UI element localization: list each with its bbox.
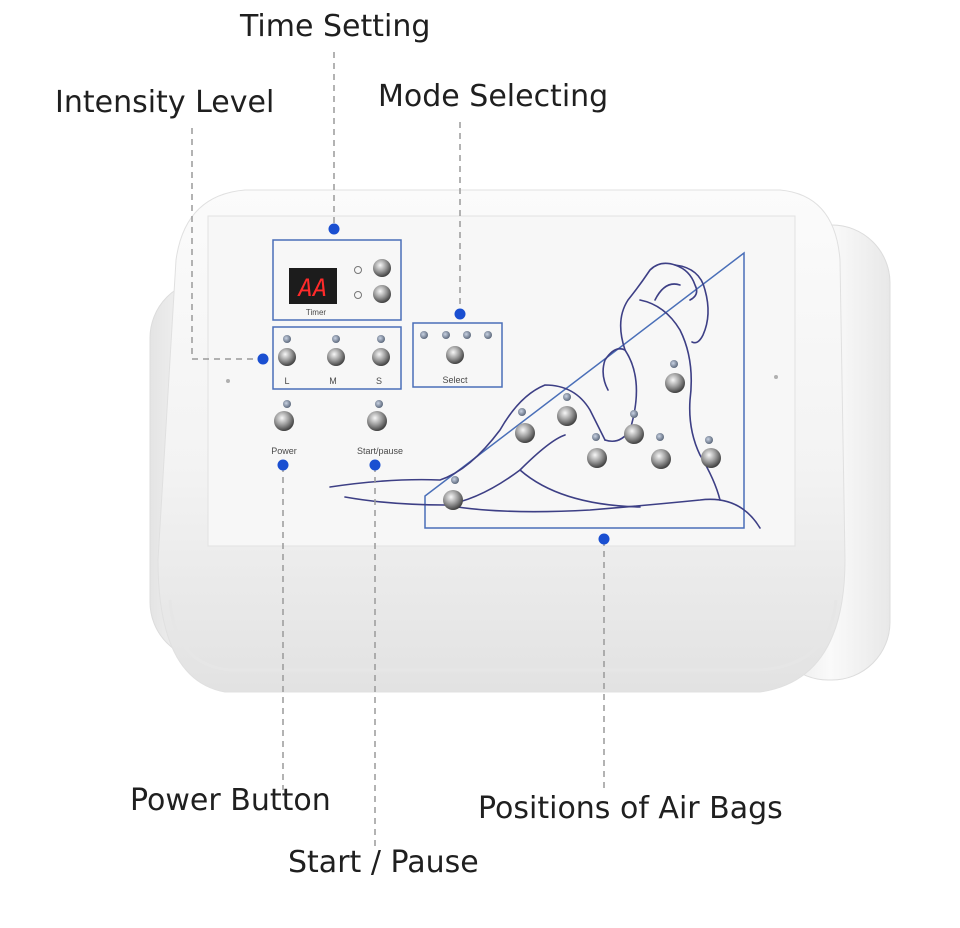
callout-markers (257, 223, 610, 545)
air-bag-5[interactable] (624, 424, 644, 444)
air-bag-4[interactable] (587, 448, 607, 468)
air-bag-led-4 (592, 433, 600, 441)
air-bag-led-7 (670, 360, 678, 368)
marker-power-button (277, 459, 289, 471)
air-bag-2[interactable] (515, 423, 535, 443)
intensity-box (272, 326, 402, 390)
timer-label: Timer (306, 308, 326, 317)
marker-intensity-level (257, 353, 269, 365)
start-led (375, 400, 383, 408)
mode-led-3 (463, 331, 471, 339)
mode-select-label: Select (442, 375, 468, 385)
label-air-bags: Positions of Air Bags (478, 791, 783, 826)
intensity-label-l: L (284, 376, 289, 386)
panel-screw-right (774, 375, 778, 379)
air-bag-1[interactable] (443, 490, 463, 510)
leader-intensity-level (191, 128, 262, 360)
device-lower-band (168, 599, 838, 672)
mode-led-1 (420, 331, 428, 339)
marker-air-bags (598, 533, 610, 545)
marker-time-setting (328, 223, 340, 235)
body-map-outline (424, 251, 745, 529)
air-bag-led-5 (630, 410, 638, 418)
air-bag-led-3 (563, 393, 571, 401)
timer-section: AA Timer (272, 239, 402, 321)
label-mode-selecting: Mode Selecting (378, 79, 609, 114)
power-button[interactable] (274, 411, 294, 431)
air-bag-led-8 (705, 436, 713, 444)
body-silhouette (329, 262, 761, 529)
timer-down-button[interactable] (373, 285, 391, 303)
air-bag-led-1 (451, 476, 459, 484)
intensity-button-m[interactable] (327, 348, 345, 366)
label-power-button: Power Button (130, 783, 331, 818)
label-time-setting: Time Setting (240, 9, 431, 44)
mode-select-button[interactable] (446, 346, 464, 364)
power-led (283, 400, 291, 408)
intensity-label-s: S (376, 376, 382, 386)
mode-box (412, 322, 503, 388)
intensity-led-s (377, 335, 385, 343)
mode-section: Select (412, 322, 503, 388)
air-bag-led-2 (518, 408, 526, 416)
timer-down-indicator (354, 291, 362, 299)
leader-lines (191, 52, 605, 848)
intensity-button-s[interactable] (372, 348, 390, 366)
intensity-button-l[interactable] (278, 348, 296, 366)
timer-display-digits: AA (297, 274, 328, 302)
start-pause-button[interactable] (367, 411, 387, 431)
intensity-section: L M S (272, 326, 402, 390)
marker-start-pause (369, 459, 381, 471)
mode-led-4 (484, 331, 492, 339)
air-bag-6[interactable] (651, 449, 671, 469)
intensity-led-m (332, 335, 340, 343)
air-bag-7[interactable] (665, 373, 685, 393)
mode-led-2 (442, 331, 450, 339)
air-bag-led-6 (656, 433, 664, 441)
power-label: Power (271, 446, 297, 456)
timer-up-button[interactable] (373, 259, 391, 277)
start-pause-label: Start/pause (357, 446, 403, 456)
timer-up-indicator (354, 266, 362, 274)
intensity-label-m: M (329, 376, 337, 386)
air-bag-8[interactable] (701, 448, 721, 468)
power-start-section: Power Start/pause (271, 400, 403, 456)
marker-mode-selecting (454, 308, 466, 320)
timer-box (272, 239, 402, 321)
panel-screw-left (226, 379, 230, 383)
label-start-pause: Start / Pause (288, 845, 479, 880)
label-intensity-level: Intensity Level (55, 85, 275, 120)
air-bag-map (329, 251, 761, 529)
intensity-led-l (283, 335, 291, 343)
air-bag-3[interactable] (557, 406, 577, 426)
timer-display (289, 268, 337, 304)
